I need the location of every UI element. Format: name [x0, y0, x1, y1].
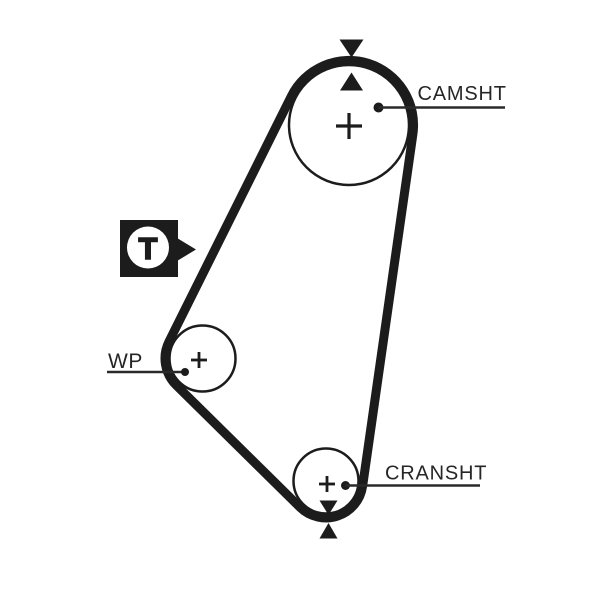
water-pump-center-cross-icon — [191, 352, 207, 368]
tensioner-label: T — [139, 231, 158, 266]
camshaft-center-cross-icon — [336, 113, 362, 139]
water-pump-label: WP — [108, 350, 143, 373]
camshaft-alignment-arrow-down-icon — [339, 39, 364, 58]
crankshaft-center-cross-icon — [319, 476, 335, 492]
camshaft-label: CAMSHT — [418, 83, 507, 105]
tensioner-badge-circle — [127, 226, 169, 269]
water-pump-leader-dot-icon — [181, 368, 189, 376]
water-pump-pulley — [168, 324, 237, 393]
crankshaft-alignment-arrow-up-icon — [319, 523, 338, 539]
tensioner-badge: T — [120, 220, 196, 277]
tensioner-pointer-icon — [177, 238, 196, 261]
crankshaft-alignment-arrow-down-icon — [319, 500, 338, 515]
camshaft-alignment-arrow-up-icon — [340, 72, 363, 91]
crankshaft-label: CRANSHT — [385, 463, 487, 485]
